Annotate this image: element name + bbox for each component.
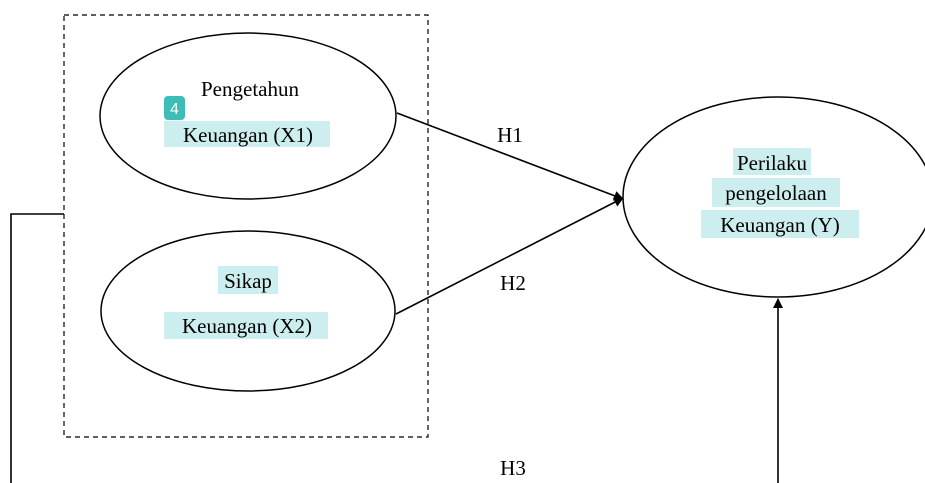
x1-node: Pengetahun Keuangan (X1)	[99, 32, 397, 200]
h2-arrow	[395, 197, 624, 315]
x1-ellipse	[99, 32, 397, 200]
x2-label-line2: Keuangan (X2)	[182, 314, 312, 338]
y-node: Perilaku pengelolaan Keuangan (Y)	[622, 96, 925, 298]
y-highlight-line2	[712, 178, 840, 207]
y-label-line3: Keuangan (Y)	[720, 213, 840, 237]
x2-node: Sikap Keuangan (X2)	[100, 230, 396, 392]
h1-label: H1	[497, 123, 523, 147]
y-label-line2: pengelolaan	[725, 181, 827, 205]
x2-highlight-line2	[164, 312, 328, 339]
h3-connector-left	[10, 213, 64, 483]
badge-label: 4	[170, 101, 179, 118]
h2-label: H2	[500, 271, 526, 295]
x1-label-line2: Keuangan (X1)	[183, 123, 313, 147]
x2-label-line1: Sikap	[224, 269, 272, 293]
independent-variables-group-box	[63, 14, 429, 438]
x2-ellipse	[100, 230, 396, 392]
x1-label-line1: Pengetahun	[201, 77, 299, 101]
h1-arrow	[396, 112, 624, 201]
item-badge: 4	[164, 96, 185, 120]
x1-highlight	[164, 121, 330, 147]
y-highlight-line1	[733, 148, 811, 175]
y-highlight-line3	[701, 210, 859, 238]
x2-highlight-line1	[218, 266, 278, 294]
y-label-line1: Perilaku	[737, 151, 807, 175]
h3-label: H3	[500, 456, 526, 480]
